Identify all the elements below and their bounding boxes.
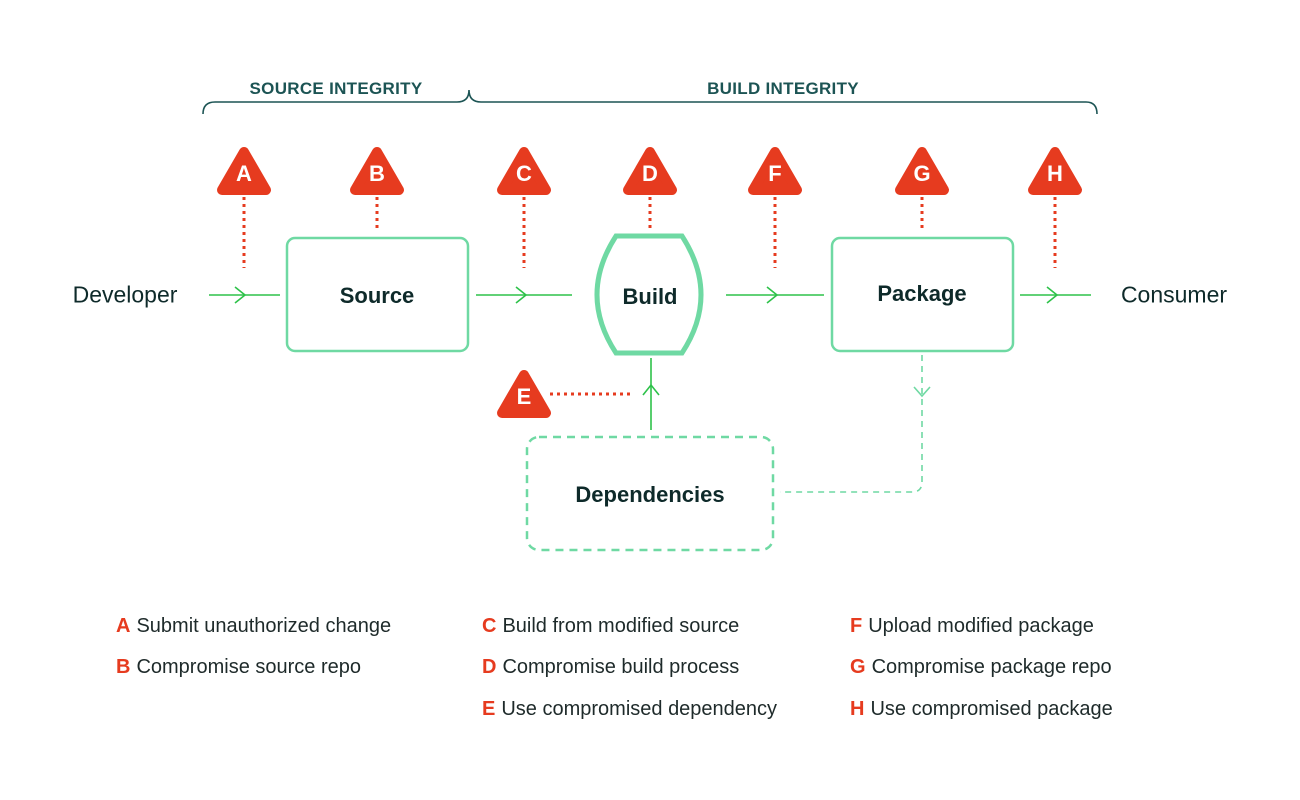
threat-letter-g: G bbox=[913, 161, 931, 186]
flow-arrowhead bbox=[642, 383, 660, 396]
source-label: Source bbox=[339, 283, 415, 308]
dependency-feedback bbox=[780, 355, 923, 493]
build-node bbox=[594, 233, 704, 356]
legend-text: Compromise build process bbox=[502, 656, 740, 678]
legend-text: Use compromised dependency bbox=[501, 698, 778, 720]
threat-letter-f: F bbox=[768, 161, 782, 186]
threat-marker-d bbox=[623, 147, 677, 195]
legend-key: G bbox=[850, 656, 866, 678]
main-flow bbox=[209, 286, 1091, 430]
threat-marker-g bbox=[895, 147, 949, 195]
threat-markers bbox=[217, 147, 1082, 418]
legend-text: Build from modified source bbox=[502, 615, 740, 637]
package-label: Package bbox=[877, 281, 967, 306]
flow-arrowhead bbox=[234, 286, 247, 304]
legend-text: Use compromised package bbox=[870, 698, 1113, 720]
flow-arrowhead bbox=[766, 286, 779, 304]
threat-letter-c: C bbox=[516, 161, 532, 186]
developer-label: Developer bbox=[72, 281, 178, 308]
legend-text: Upload modified package bbox=[868, 615, 1094, 637]
legend-text: Compromise package repo bbox=[871, 656, 1112, 678]
package-node bbox=[830, 236, 1015, 353]
legend-key: C bbox=[482, 615, 497, 637]
threat-letter-d: D bbox=[642, 161, 658, 186]
threat-marker-b bbox=[350, 147, 404, 195]
threat-letter-b: B bbox=[369, 161, 385, 186]
threat-letter-a: A bbox=[236, 161, 252, 186]
dependencies-label: Dependencies bbox=[575, 482, 725, 507]
threat-marker-f bbox=[748, 147, 802, 195]
legend-key: B bbox=[116, 656, 131, 678]
legend-key: D bbox=[482, 656, 497, 678]
threat-marker-a bbox=[217, 147, 271, 195]
legend-text: Submit unauthorized change bbox=[136, 615, 392, 637]
threat-marker-h bbox=[1028, 147, 1082, 195]
source-integrity-bracket bbox=[202, 89, 1098, 115]
legend-key: E bbox=[482, 698, 496, 720]
threat-marker-e bbox=[497, 370, 551, 418]
dependencies-node bbox=[525, 435, 775, 552]
threat-connectors bbox=[242, 197, 1057, 396]
build-integrity-label: BUILD INTEGRITY bbox=[707, 79, 859, 98]
source-integrity-label: SOURCE INTEGRITY bbox=[249, 79, 423, 98]
flow-arrowhead bbox=[515, 286, 528, 304]
legend-key: H bbox=[850, 698, 865, 720]
build-label: Build bbox=[622, 284, 678, 309]
source-node bbox=[285, 236, 470, 353]
legend-text: Compromise source repo bbox=[136, 656, 361, 678]
threat-letter-h: H bbox=[1047, 161, 1063, 186]
threat-letter-e: E bbox=[516, 384, 532, 409]
consumer-label: Consumer bbox=[1120, 281, 1228, 308]
threat-marker-c bbox=[497, 147, 551, 195]
feedback-arrowhead bbox=[913, 386, 931, 398]
legend-key: A bbox=[116, 615, 131, 637]
legend-key: F bbox=[850, 615, 863, 637]
flow-arrowhead bbox=[1046, 286, 1059, 304]
